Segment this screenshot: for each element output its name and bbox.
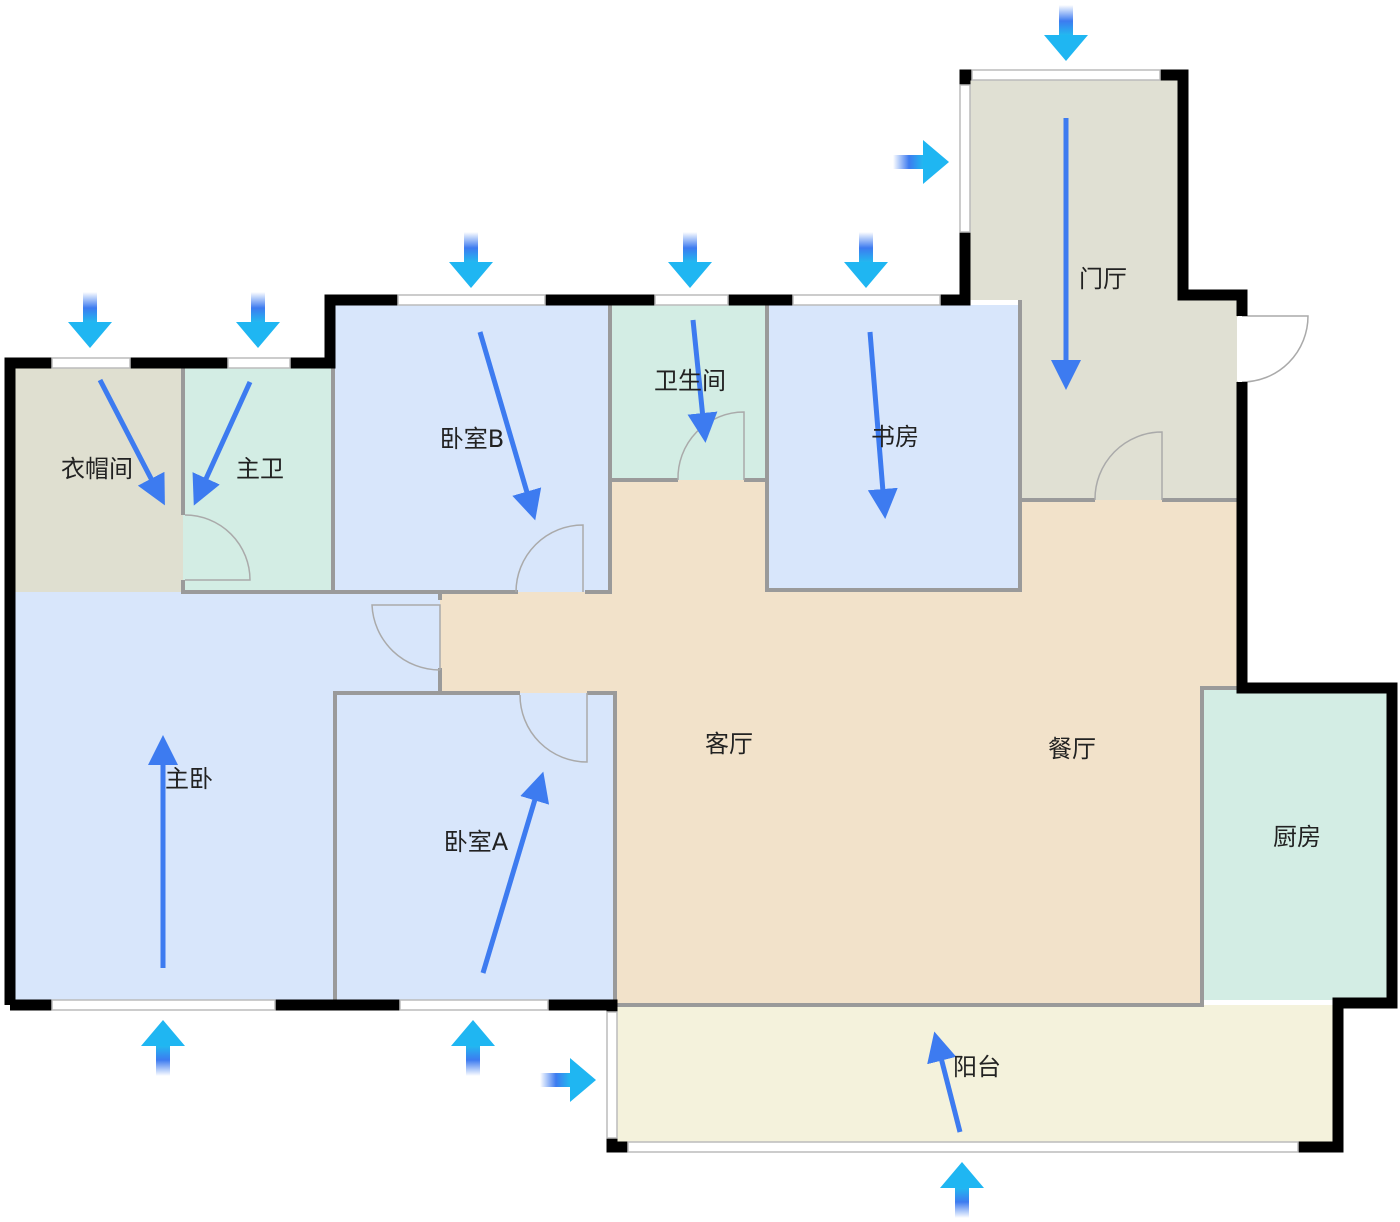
room-balcony: [615, 1005, 1335, 1145]
label-bathroom: 卫生间: [654, 367, 726, 395]
label-balcony: 阳台: [953, 1053, 1001, 1081]
doors: [184, 315, 1309, 763]
airflow-arrow-icon: [97, 118, 1081, 1133]
room-study: [767, 305, 1020, 590]
room-foyer: [970, 80, 1238, 500]
interior-walls: [181, 300, 1238, 1007]
label-master-bath: 主卫: [236, 455, 284, 483]
label-master-bedroom: 主卧: [165, 765, 213, 793]
room-bedroom-b: [333, 305, 610, 592]
windows: [51, 69, 1299, 1153]
label-dining: 餐厅: [1048, 735, 1096, 763]
room-bathroom: [610, 305, 767, 480]
label-bedroom-a: 卧室A: [444, 828, 509, 856]
room-kitchen: [1202, 688, 1388, 1000]
label-living: 客厅: [705, 730, 753, 758]
label-study: 书房: [871, 423, 919, 451]
label-foyer: 门厅: [1079, 265, 1127, 293]
label-bedroom-b: 卧室B: [440, 425, 504, 453]
label-kitchen: 厨房: [1273, 823, 1321, 851]
room-bedroom-a: [335, 693, 615, 1000]
room-living-dining: [440, 480, 1238, 1005]
label-wardrobe: 衣帽间: [61, 455, 133, 483]
